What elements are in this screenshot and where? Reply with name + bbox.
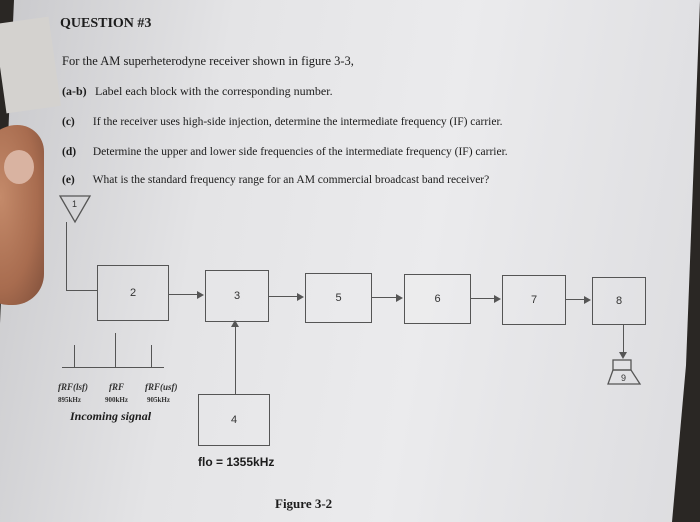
spectrum-line-carrier xyxy=(115,333,117,367)
antenna-number: 1 xyxy=(72,199,78,209)
antenna-wire-vertical xyxy=(66,222,68,290)
freq-value-carrier: 900kHz xyxy=(105,396,128,404)
question-item-d: (d) Determine the upper and lower side f… xyxy=(62,146,508,158)
speaker-icon xyxy=(607,359,642,385)
item-text: Determine the upper and lower side frequ… xyxy=(92,146,508,158)
arrow-2-3 xyxy=(197,291,204,299)
freq-label-carrier: fRF xyxy=(109,382,125,392)
item-label: (d) xyxy=(62,146,77,158)
arrow-4-3 xyxy=(231,320,239,327)
figure-caption: Figure 3-2 xyxy=(275,496,333,511)
item-text: If the receiver uses high-side injection… xyxy=(92,116,503,128)
block-8: 8 xyxy=(592,277,646,325)
local-oscillator-frequency: flo = 1355kHz xyxy=(198,455,275,469)
wire-6-7 xyxy=(470,298,495,300)
item-label: (e) xyxy=(62,174,75,186)
block-3: 3 xyxy=(205,270,269,322)
wire-5-6 xyxy=(371,297,397,299)
arrow-6-7 xyxy=(494,295,501,303)
block-9-label: 9 xyxy=(621,373,627,383)
question-title: QUESTION #3 xyxy=(60,16,152,31)
item-label: (c) xyxy=(62,116,75,128)
wire-7-8 xyxy=(565,299,585,301)
question-item-e: (e) What is the standard frequency range… xyxy=(62,174,489,186)
freq-value-lsf: 895kHz xyxy=(58,396,81,404)
wire-3-5 xyxy=(268,296,298,298)
arrow-8-9 xyxy=(619,352,627,359)
wire-4-3 xyxy=(235,326,237,394)
arrow-5-6 xyxy=(396,294,403,302)
block-7: 7 xyxy=(502,275,566,325)
question-intro: For the AM superheterodyne receiver show… xyxy=(62,54,354,68)
item-label: (a-b) xyxy=(62,84,87,98)
item-text: What is the standard frequency range for… xyxy=(92,174,490,186)
incoming-signal-label: Incoming signal xyxy=(70,409,152,423)
wire-2-3 xyxy=(168,294,198,296)
arrow-7-8 xyxy=(584,296,591,304)
spectrum-line-lsf xyxy=(74,345,76,367)
item-text: Label each block with the corresponding … xyxy=(95,84,333,98)
baseline xyxy=(62,367,164,369)
freq-value-usf: 905kHz xyxy=(147,396,170,404)
spectrum-line-usf xyxy=(151,345,153,367)
block-4: 4 xyxy=(198,394,270,446)
antenna-wire-horizontal xyxy=(66,290,97,292)
freq-label-usf: fRF(usf) xyxy=(145,382,178,392)
block-2: 2 xyxy=(97,265,169,321)
antenna-icon xyxy=(58,195,92,224)
arrow-3-5 xyxy=(297,293,304,301)
question-item-ab: (a-b) Label each block with the correspo… xyxy=(62,84,333,99)
block-6: 6 xyxy=(404,274,471,324)
wire-8-9 xyxy=(623,324,625,354)
freq-label-lsf: fRF(lsf) xyxy=(58,382,88,392)
question-item-c: (c) If the receiver uses high-side injec… xyxy=(62,116,503,128)
block-5: 5 xyxy=(305,273,372,323)
fingernail xyxy=(4,150,34,184)
